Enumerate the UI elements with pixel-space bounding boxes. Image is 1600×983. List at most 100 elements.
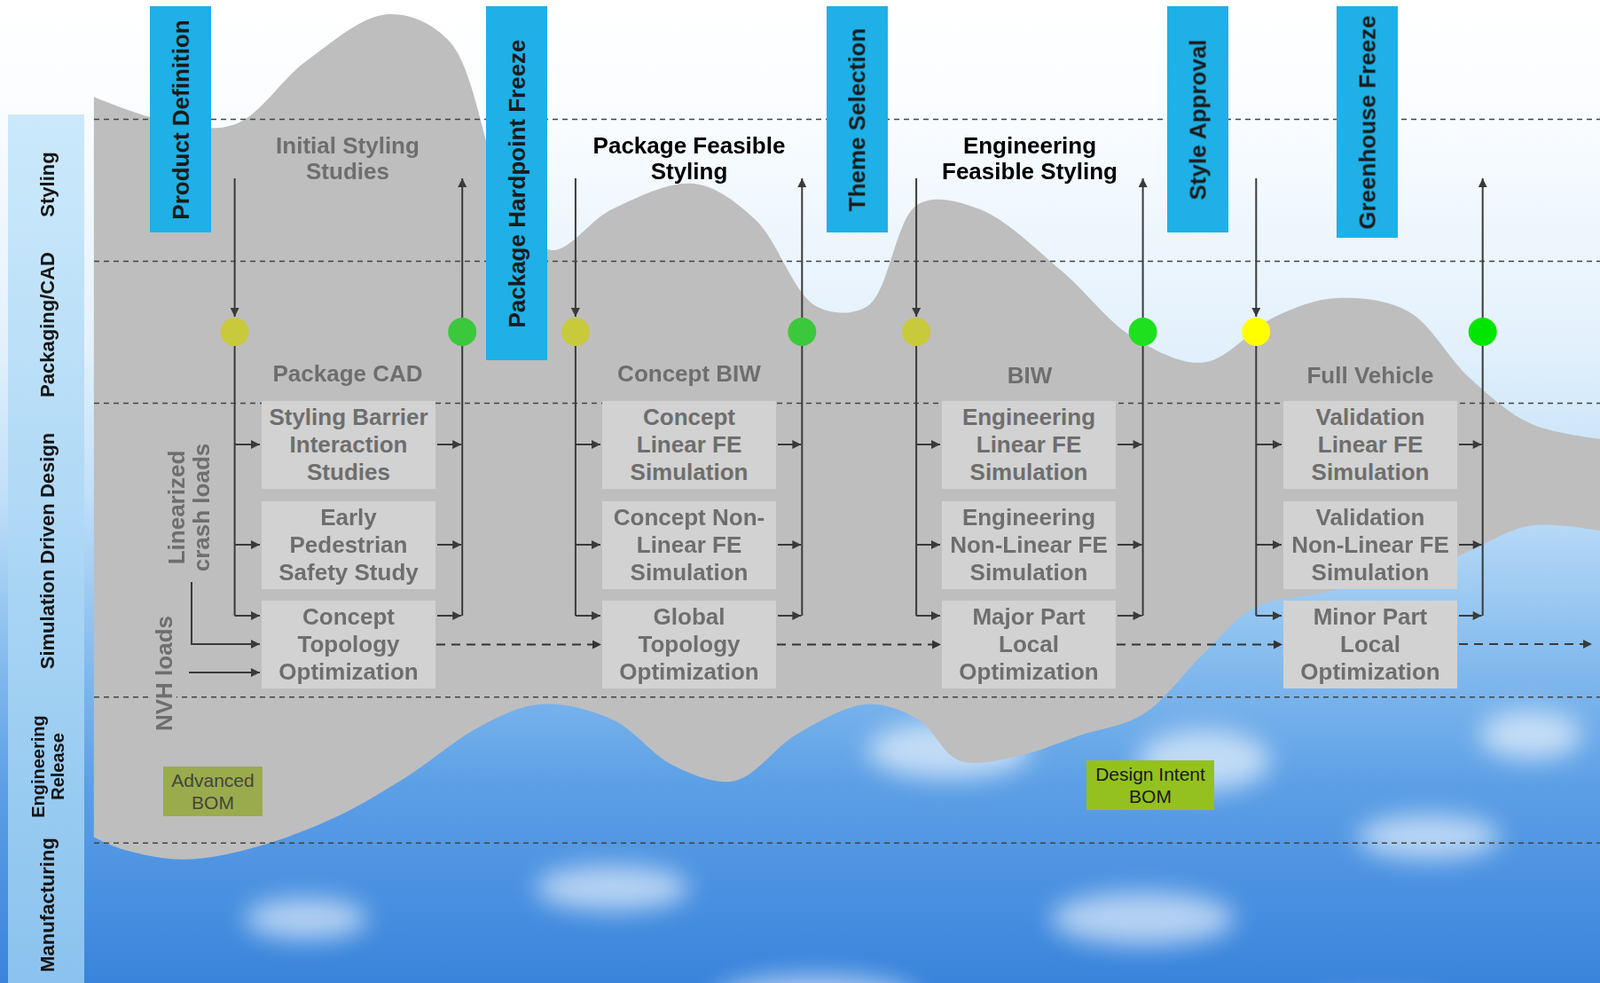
flow-arrow <box>1142 178 1145 318</box>
process-wave <box>94 14 1600 860</box>
milestone-box: Style Approval <box>1167 6 1229 233</box>
lane-label: Simulation Driven Design <box>36 432 60 670</box>
flow-arrow <box>1458 643 1593 645</box>
cloud <box>244 897 368 939</box>
cloud <box>1050 892 1235 946</box>
phase-heading: Initial Styling Studies <box>241 133 455 185</box>
flow-line <box>915 345 918 616</box>
bom-box: Advanced BOM <box>163 766 263 816</box>
label-holder: Packaging/CAD <box>36 251 60 398</box>
flow-arrow <box>437 614 462 617</box>
label-holder: Full Vehicle <box>1306 361 1434 389</box>
label-holder: Initial Styling Studies <box>241 133 455 185</box>
process-text: Engineering Linear FE Simulation <box>947 403 1111 487</box>
bom-text: Advanced BOM <box>168 768 258 814</box>
lane-label: Engineering Release <box>28 710 68 823</box>
flow-arrow <box>191 581 260 644</box>
flow-arrow <box>916 543 941 546</box>
milestone-box: Theme Selection <box>826 6 888 233</box>
label-holder: Concept BIW <box>617 360 761 387</box>
flow-connector <box>436 643 602 646</box>
process-text: Validation Non-Linear FE Simulation <box>1288 503 1452 587</box>
flow-arrow <box>777 543 801 546</box>
gate-dot <box>1129 317 1158 346</box>
label-holder: Engineering Release <box>28 710 68 823</box>
cloud <box>1479 710 1582 760</box>
flow-arrow <box>575 443 601 446</box>
milestone-box: Package Hardpoint Freeze <box>486 6 548 361</box>
flow-arrow <box>1482 178 1484 318</box>
gate-dot <box>1241 317 1271 346</box>
lane-label: Styling <box>36 151 60 217</box>
flow-arrow <box>235 443 260 446</box>
flow-arrow <box>461 178 463 318</box>
milestone-text: Greenhouse Freeze <box>1354 15 1381 229</box>
milestone-text: Package Hardpoint Freeze <box>503 39 531 328</box>
gate-dot <box>561 317 590 346</box>
phase-label: Package CAD <box>272 360 423 387</box>
process-box: Global Topology Optimization <box>602 600 777 689</box>
label-holder: BIW <box>1007 361 1053 389</box>
milestone-text: Theme Selection <box>844 27 871 212</box>
label-holder: Manufacturing <box>36 837 60 973</box>
flow-arrow <box>574 178 577 317</box>
lane-divider <box>94 696 1600 699</box>
lane-divider <box>94 260 1600 263</box>
lane-label: Manufacturing <box>36 837 60 973</box>
gate-dot <box>447 317 477 346</box>
flow-line <box>234 345 236 616</box>
flow-arrow <box>916 443 941 446</box>
load-label: NVH loads <box>151 611 177 735</box>
process-text: Concept Topology Optimization <box>266 603 431 686</box>
process-box: Major Part Local Optimization <box>941 600 1116 689</box>
label-holder: Linearized crash loads <box>164 438 214 577</box>
gate-dot <box>901 317 931 346</box>
gate-dot <box>220 317 250 346</box>
flow-arrow <box>777 443 801 446</box>
flow-arrow <box>1255 614 1282 617</box>
gate-dot <box>1468 317 1498 346</box>
process-text: Concept Non-Linear FE Simulation <box>607 503 771 587</box>
process-text: Early Pedestrian Safety Study <box>266 503 431 587</box>
label-holder: NVH loads <box>151 611 177 735</box>
label-holder: Package CAD <box>272 360 423 387</box>
flow-arrow <box>235 543 260 546</box>
flow-connector <box>1116 643 1283 646</box>
process-box: Engineering Non-Linear FE Simulation <box>941 501 1116 589</box>
bom-text: Design Intent BOM <box>1092 762 1208 808</box>
process-box: Concept Linear FE Simulation <box>602 400 777 489</box>
process-text: Engineering Non-Linear FE Simulation <box>947 503 1111 587</box>
flow-arrow <box>575 543 601 546</box>
flow-arrow <box>1117 543 1143 546</box>
lane-label: Packaging/CAD <box>36 251 60 398</box>
process-box: Validation Non-Linear FE Simulation <box>1283 501 1458 589</box>
label-holder: Simulation Driven Design <box>36 432 60 670</box>
flow-line <box>1482 345 1484 616</box>
phase-label: Concept BIW <box>617 360 761 387</box>
flow-arrow <box>437 443 462 446</box>
flow-arrow <box>777 614 801 617</box>
milestone-text: Product Definition <box>167 19 195 220</box>
flow-arrow <box>1458 543 1483 546</box>
flow-connector <box>776 643 942 646</box>
process-text: Global Topology Optimization <box>607 603 771 686</box>
process-box: Early Pedestrian Safety Study <box>261 501 436 589</box>
milestone-box: Greenhouse Freeze <box>1336 6 1398 238</box>
process-box: Concept Non-Linear FE Simulation <box>602 501 777 589</box>
phase-heading: Package Feasible Styling <box>582 133 796 185</box>
process-text: Minor Part Local Optimization <box>1288 603 1452 686</box>
process-box: Styling Barrier Interaction Studies <box>261 400 436 489</box>
process-box: Minor Part Local Optimization <box>1283 600 1458 689</box>
milestone-text: Style Approval <box>1184 39 1212 200</box>
phase-label: Full Vehicle <box>1306 361 1434 389</box>
cloud <box>1356 814 1500 860</box>
flow-line <box>800 345 803 616</box>
flow-arrow <box>1254 178 1257 317</box>
flow-arrow <box>916 614 941 617</box>
flow-line <box>1142 345 1145 616</box>
process-box: Engineering Linear FE Simulation <box>941 400 1116 489</box>
lane-panel <box>7 114 85 983</box>
flow-arrow <box>800 178 803 318</box>
